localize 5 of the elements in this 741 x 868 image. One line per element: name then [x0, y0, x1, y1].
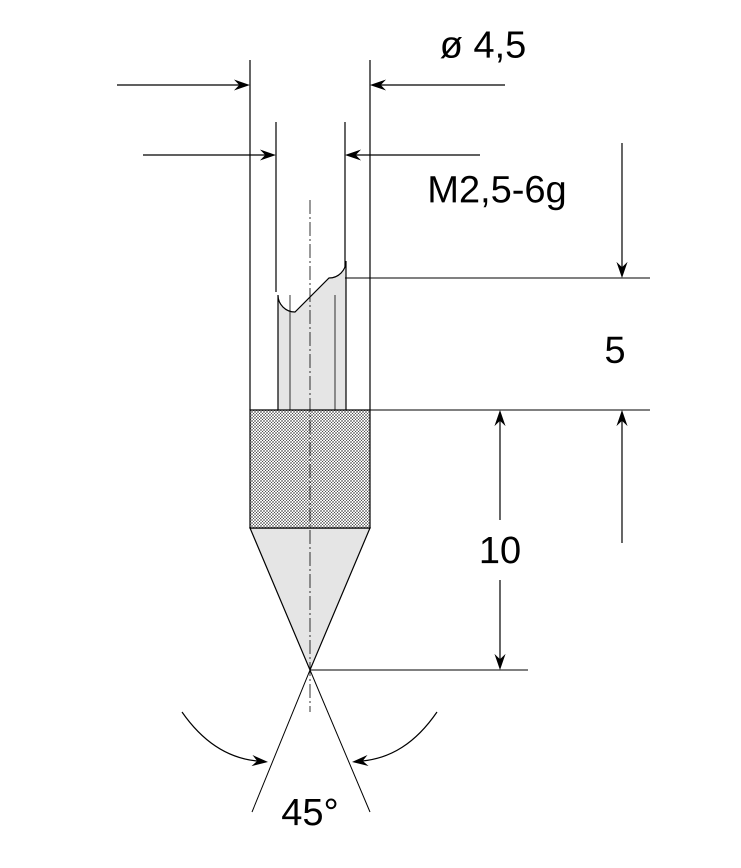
dimension-label: ø 4,5 — [440, 32, 525, 63]
dimension-label: 10 — [482, 536, 520, 564]
dimension-label: 45° — [282, 798, 336, 826]
dimension-label: 5 — [606, 336, 624, 364]
dimension-label: M2,5-6g — [430, 176, 564, 210]
